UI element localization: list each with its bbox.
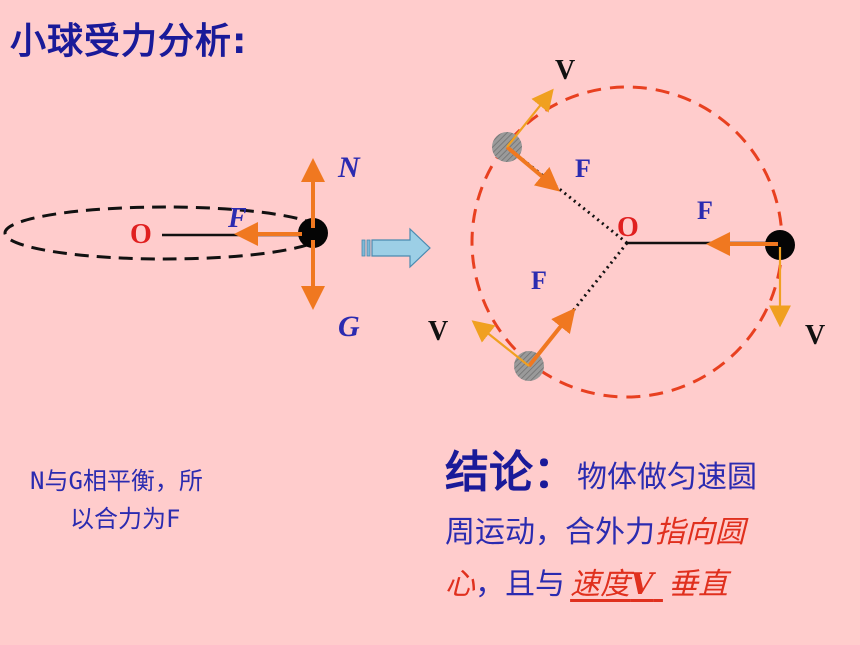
conclusion-heading: 结论： bbox=[445, 447, 577, 498]
conclusion-line3: 心，且与 速度V 垂直 bbox=[445, 562, 855, 608]
velocity-arrow-top bbox=[506, 88, 554, 148]
conclusion-velocity-symbol: V bbox=[630, 567, 654, 602]
force-label-left: F bbox=[227, 203, 247, 234]
conclusion-line1: 结论：物体做匀速圆 bbox=[445, 450, 855, 496]
conclusion-velocity-word: 速度 bbox=[570, 567, 631, 602]
conclusion-emphasis-center: 指向圆 bbox=[655, 515, 745, 550]
ball-left bbox=[298, 218, 328, 248]
conclusion-text3: ，且与 bbox=[475, 567, 565, 602]
balance-note-line1: N与G相平衡，所 bbox=[30, 467, 203, 495]
conclusion-block: 结论：物体做匀速圆 周运动，合外力指向圆 心，且与 速度V 垂直 bbox=[445, 450, 855, 608]
centripetal-force-arrow-upper bbox=[505, 145, 561, 192]
balance-note-line2: 以合力为F bbox=[70, 505, 181, 533]
force-label-upper: F bbox=[575, 154, 591, 183]
radius-line-lower-left bbox=[527, 242, 629, 367]
page-title: 小球受力分析: bbox=[10, 21, 248, 62]
centripetal-force-arrow-lower bbox=[527, 307, 576, 368]
gravity-force-label: G bbox=[338, 310, 360, 343]
velocity-label-right: V bbox=[805, 320, 825, 351]
conclusion-text1: 物体做匀速圆 bbox=[577, 460, 757, 495]
right-diagram: O F F F V V V bbox=[428, 55, 825, 399]
conclusion-line2: 周运动，合外力指向圆 bbox=[445, 510, 855, 556]
transition-arrow bbox=[361, 227, 431, 269]
force-label-lower: F bbox=[531, 266, 547, 295]
center-label-right: O bbox=[617, 212, 639, 243]
center-label-left: O bbox=[130, 219, 152, 250]
velocity-label-top: V bbox=[555, 55, 575, 86]
velocity-arrow-bottom bbox=[471, 320, 530, 367]
conclusion-text2: 周运动，合外力 bbox=[445, 515, 655, 550]
conclusion-velocity-phrase: 速度V bbox=[570, 567, 663, 602]
conclusion-perpendicular: 垂直 bbox=[668, 567, 729, 602]
conclusion-emphasis-center-end: 心 bbox=[445, 567, 475, 602]
ball-right bbox=[765, 230, 795, 260]
left-diagram: O F N G bbox=[3, 151, 361, 343]
velocity-label-left: V bbox=[428, 316, 448, 347]
balance-note: N与G相平衡，所 以合力为F bbox=[30, 462, 320, 538]
force-label-right: F bbox=[697, 196, 713, 225]
normal-force-label: N bbox=[337, 151, 361, 184]
radius-line-upper-left bbox=[506, 145, 628, 245]
